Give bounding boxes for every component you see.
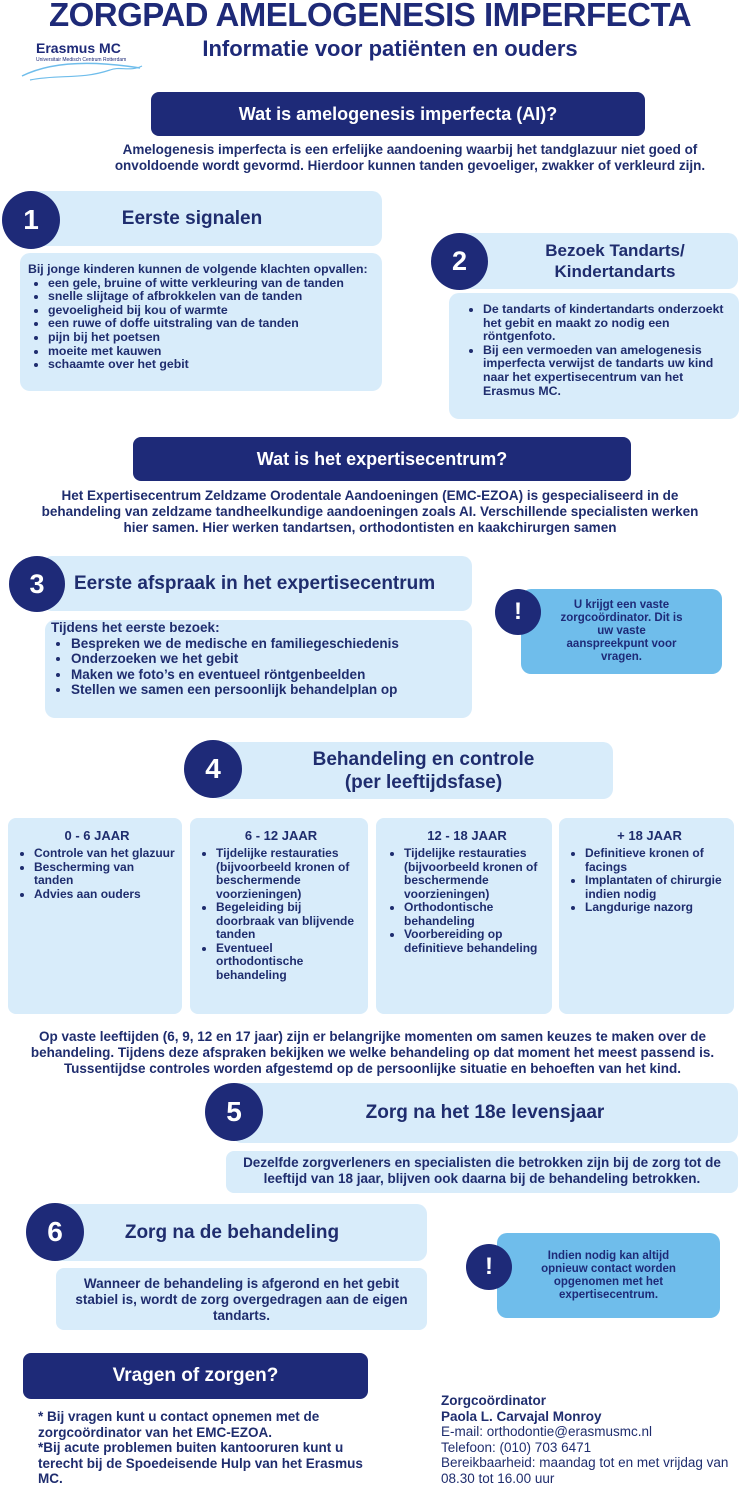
page-subtitle: Informatie voor patiënten en ouders [202,36,578,61]
step3-note-text: U krijgt een vaste zorgcoördinator. Dit … [560,599,683,663]
intro-text: Amelogenesis imperfecta is een erfelijke… [114,142,706,173]
contact-phone[interactable]: Telefoon: (010) 703 6471 [441,1439,592,1455]
phase-list: Definitieve kronen of facings Implantate… [569,846,730,915]
step2-list: De tandarts of kindertandarts onderzoekt… [463,302,729,398]
list-item: een ruwe of doffe uitstraling van de tan… [48,317,374,331]
phase-card: 0 - 6 JAAR Controle van het glazuur Besc… [8,818,182,1014]
list-item: Bespreken we de medische en familiegesch… [71,636,464,652]
logo-tagline: Universitair Medisch Centrum Rotterdam [36,57,127,63]
list-item: De tandarts of kindertandarts onderzoekt… [483,302,729,344]
list-item: Maken we foto’s en eventueel röntgenbeel… [71,667,464,683]
list-item: een gele, bruine of witte verkleuring va… [48,276,374,291]
logo-swoosh-icon [21,62,143,81]
step6-number-badge: 6 [26,1203,84,1261]
list-item: Tijdelijke restauraties (bijvoorbeeld kr… [404,846,546,901]
step3-body: Tijdens het eerste bezoek: Bespreken we … [45,620,472,718]
step2-title: Bezoek Tandarts/ Kindertandarts [545,241,685,281]
list-item: Controle van het glazuur [34,846,176,861]
step6-text: Wanneer de behandeling is afgerond en he… [56,1268,427,1330]
list-item: Advies aan ouders [34,887,176,902]
phase-card: 6 - 12 JAAR Tijdelijke restauraties (bij… [190,818,368,1014]
step4-header: Behandeling en controle (per leeftijdsfa… [210,742,613,799]
list-item: Bescherming van tanden [34,860,176,888]
step3-header: Eerste afspraak in het expertisecentrum [42,556,472,611]
expertise-text: Het Expertisecentrum Zeldzame Orodentale… [41,488,699,535]
page-title: ZORGPAD AMELOGENESIS IMPERFECTA [48,0,692,33]
step4-number-badge: 4 [184,740,242,798]
phase-label: 12 - 18 JAAR [427,828,507,843]
list-item: Orthodontische behandeling [404,900,546,928]
list-item: gevoeligheid bij kou of warmte [48,303,374,318]
step6-note-text: Indien nodig kan altijd opnieuw contact … [541,1249,676,1301]
list-item: snelle slijtage of afbrokkelen van de ta… [48,290,374,304]
phase-card: 12 - 18 JAAR Tijdelijke restauraties (bi… [376,818,552,1014]
step6-title: Zorg na de behandeling [124,1221,340,1243]
list-item: Bij een vermoeden van amelogenesis imper… [483,343,729,398]
intro-heading: Wat is amelogenesis imperfecta (AI)? [151,92,645,136]
phase-label: 6 - 12 JAAR [244,828,318,843]
step3-lead: Tijdens het eerste bezoek: [51,620,220,635]
step3-exclamation-icon: ! [495,589,541,635]
list-item: Eventueel orthodontische behandeling [216,941,362,983]
phase-label: + 18 JAAR [617,828,682,843]
list-item: Voorbereiding op definitieve behandeling [404,927,546,955]
step6-note: Indien nodig kan altijd opnieuw contact … [497,1233,720,1318]
step6-header: Zorg na de behandeling [47,1204,427,1261]
step3-note: U krijgt een vaste zorgcoördinator. Dit … [521,589,722,674]
step1-header: Eerste signalen [22,191,382,246]
step3-number-badge: 3 [9,556,65,612]
step6-exclamation-icon: ! [466,1244,512,1290]
step5-title: Zorg na het 18e levensjaar [365,1102,605,1123]
step5-text: Dezelfde zorgverleners en specialisten d… [226,1151,738,1193]
list-item: Definitieve kronen of facings [585,846,730,874]
questions-line-2: *Bij acute problemen buiten kantooruren … [38,1440,363,1486]
contact-role: Zorgcoördinator [441,1393,546,1408]
phase-card: + 18 JAAR Definitieve kronen of facings … [559,818,734,1014]
list-item: pijn bij het poetsen [48,330,374,345]
step2-header: Bezoek Tandarts/ Kindertandarts [452,233,738,289]
step4-title: Behandeling en controle (per leeftijdsfa… [312,748,535,793]
contact-name: Paola L. Carvajal Monroy [441,1408,602,1424]
step1-lead: Bij jonge kinderen kunnen de volgende kl… [28,262,368,276]
list-item: Tijdelijke restauraties (bijvoorbeeld kr… [216,846,362,901]
step4-text: Op vaste leeftijden (6, 9, 12 en 17 jaar… [30,1029,715,1076]
phase-list: Tijdelijke restauraties (bijvoorbeeld kr… [200,846,362,983]
list-item: Langdurige nazorg [585,900,730,915]
step1-list: een gele, bruine of witte verkleuring va… [28,276,374,372]
contact-email[interactable]: E-mail: orthodontie@erasmusmc.nl [441,1424,653,1439]
phase-list: Tijdelijke restauraties (bijvoorbeeld kr… [388,846,546,955]
list-item: Begeleiding bij doorbraak van blijvende … [216,900,362,942]
step2-body: De tandarts of kindertandarts onderzoekt… [449,293,739,419]
step2-number-badge: 2 [431,233,488,290]
questions-body: * Bij vragen kunt u contact opnemen met … [38,1409,378,1487]
step5-header: Zorg na het 18e levensjaar [232,1083,738,1143]
contact-block: Zorgcoördinator Paola L. Carvajal Monroy… [441,1393,731,1486]
phase-label: 0 - 6 JAAR [64,828,130,843]
step1-title: Eerste signalen [121,207,263,229]
list-item: moeite met kauwen [48,344,374,359]
list-item: Implantaten of chirurgie indien nodig [585,873,730,901]
expertise-heading: Wat is het expertisecentrum? [133,437,631,481]
step3-title: Eerste afspraak in het expertisecentrum [74,572,436,594]
questions-heading: Vragen of zorgen? [23,1353,368,1399]
questions-line-1: * Bij vragen kunt u contact opnemen met … [38,1409,320,1440]
list-item: schaamte over het gebit [48,358,374,372]
list-item: Stellen we samen een persoonlijk behande… [71,682,464,698]
list-item: Onderzoeken we het gebit [71,651,464,667]
step1-number-badge: 1 [2,191,60,249]
logo-name: Erasmus MC [36,40,121,56]
step1-body: Bij jonge kinderen kunnen de volgende kl… [20,253,382,391]
erasmus-mc-logo: Erasmus MC Universitair Medisch Centrum … [20,40,150,82]
phase-list: Controle van het glazuur Bescherming van… [18,846,176,902]
step3-list: Bespreken we de medische en familiegesch… [51,636,464,698]
contact-hours: Bereikbaarheid: maandag tot en met vrijd… [441,1455,729,1486]
step5-number-badge: 5 [205,1083,263,1141]
